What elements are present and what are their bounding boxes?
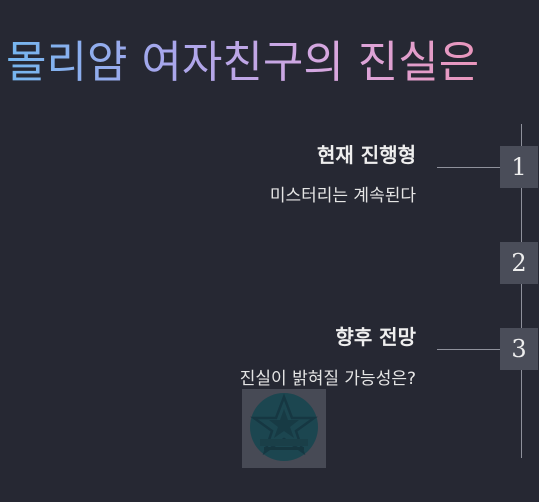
timeline-item-3-title: 향후 전망 [335,325,416,349]
timeline-connector-1 [437,167,500,168]
timeline-item-1-description: 미스터리는 계속된다 [269,186,416,206]
timeline-marker-2: 2 [500,242,538,284]
timeline-line [521,124,522,458]
timeline-item-3-description: 진실이 밝혀질 가능성은? [239,369,416,389]
timeline-marker-1: 1 [500,146,538,188]
star-emblem-icon [242,389,326,468]
timeline-item-1-title: 현재 진행형 [317,143,416,167]
page-title: 몰리얌 여자친구의 진실은 [6,32,536,94]
timeline-marker-3: 3 [500,328,538,370]
timeline-connector-3 [437,349,500,350]
